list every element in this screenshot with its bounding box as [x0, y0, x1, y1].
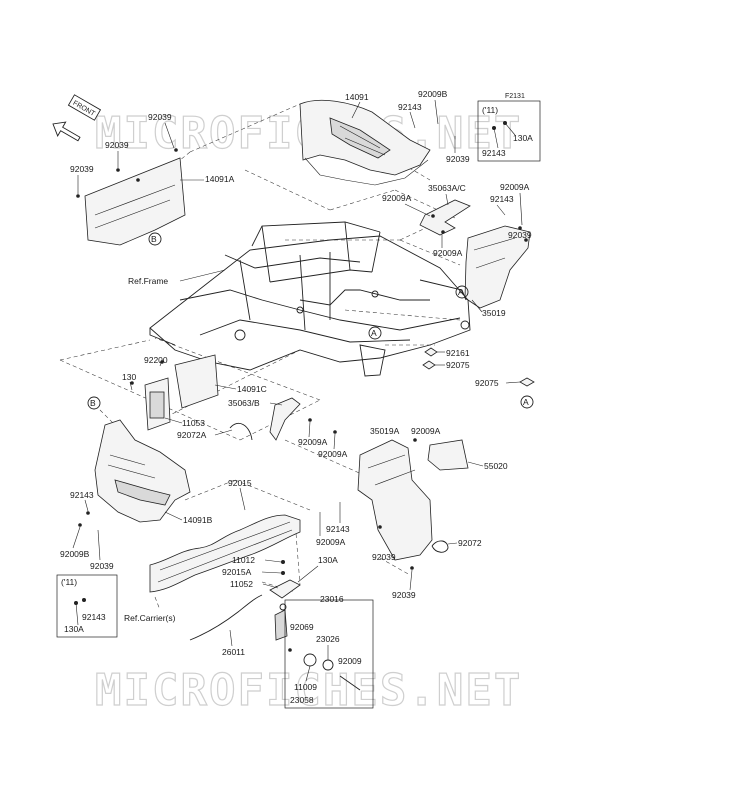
ref-frame-label: Ref.Frame: [128, 276, 168, 286]
callout-b2: B: [87, 396, 101, 410]
label-92072a: 92072A: [177, 430, 207, 440]
label-92009b: 92009B: [418, 89, 448, 99]
label-92143-top: 92143: [398, 102, 422, 112]
svg-text:B: B: [90, 398, 96, 408]
carrier-92015: [149, 514, 301, 593]
callout-a3: A: [520, 395, 534, 409]
label-35019a: 35019A: [370, 426, 400, 436]
label-92009b: 92009B: [60, 549, 90, 559]
label-92069: 92069: [290, 622, 314, 632]
callout-a2: A: [368, 326, 382, 340]
label-23058: 23058: [290, 695, 314, 705]
label-92009a-b: 92009A: [382, 193, 412, 203]
fender-14091b: [78, 419, 191, 527]
label-92072: 92072: [458, 538, 482, 548]
label-92075-a: 92075: [446, 360, 470, 370]
label-14091a: 14091A: [205, 174, 235, 184]
inset-top-part1: 130A: [513, 133, 533, 143]
label-92009a-e: 92009A: [318, 449, 348, 459]
inset-top-part2: 92143: [482, 148, 506, 158]
label-92039-c: 92039: [70, 164, 94, 174]
grommet-92075b-icon: [519, 377, 535, 387]
figure-code: F2131: [505, 93, 525, 100]
label-14091: 14091: [345, 92, 369, 102]
label-14091c: 14091C: [237, 384, 267, 394]
label-35063b: 35063/B: [228, 398, 260, 408]
svg-text:A: A: [371, 328, 377, 338]
switch-assembly-23016: [269, 560, 374, 709]
label-130: 130: [122, 372, 136, 382]
label-92039-f: 92039: [90, 561, 114, 571]
inset-box-bottom: ('11) 92143 130A: [56, 574, 118, 638]
label-35019: 35019: [482, 308, 506, 318]
svg-text:A: A: [523, 397, 529, 407]
label-11009: 11009: [294, 682, 317, 692]
label-92200: 92200: [144, 355, 168, 365]
inset-bottom-part2: 130A: [64, 624, 84, 634]
panel-14091c: [130, 354, 219, 431]
front-arrow-icon: FRONT: [52, 94, 102, 142]
label-23026: 23026: [316, 634, 340, 644]
label-11012: 11012: [232, 555, 255, 565]
label-92039-e: 92039: [508, 230, 532, 240]
rear-fender-14091: [299, 99, 431, 186]
inset-box-top: ('11) 130A 92143: [477, 100, 541, 162]
label-92009a-c: 92009A: [433, 248, 463, 258]
label-92039-h: 92039: [392, 590, 416, 600]
label-23016: 23016: [320, 594, 344, 604]
grommet-92075-icon: [422, 360, 436, 370]
svg-text:A: A: [458, 287, 464, 297]
panel-35019: [464, 225, 531, 309]
label-92009a-a: 92009A: [500, 182, 530, 192]
label-26011: 26011: [222, 647, 245, 657]
label-11053: 11053: [182, 418, 205, 428]
label-92015a: 92015A: [222, 567, 252, 577]
label-14091b: 14091B: [183, 515, 213, 525]
bracket-35063b: [229, 397, 337, 441]
callout-b1: B: [148, 232, 162, 246]
label-35063ac: 35063A/C: [428, 183, 466, 193]
main-frame: [149, 221, 471, 377]
svg-text:B: B: [151, 234, 157, 244]
panel-35019a: [357, 438, 469, 570]
grommet-92161-icon: [424, 347, 438, 357]
label-92009a-g: 92009A: [316, 537, 346, 547]
ref-carrier-label: Ref.Carrier(s): [124, 613, 176, 623]
label-92009: 92009: [338, 656, 362, 666]
inset-bottom-year: ('11): [61, 577, 77, 587]
inset-bottom-part1: 92143: [82, 612, 106, 622]
label-92039-g: 92039: [372, 552, 396, 562]
side-panel-14091a: [76, 148, 186, 246]
label-92075-b: 92075: [475, 378, 499, 388]
label-55020: 55020: [484, 461, 508, 471]
label-92039-d: 92039: [446, 154, 470, 164]
label-92039-a: 92039: [148, 112, 172, 122]
label-130a: 130A: [318, 555, 338, 565]
label-11052: 11052: [230, 579, 253, 589]
bracket-35063ac: [419, 199, 471, 236]
label-92161: 92161: [446, 348, 470, 358]
cable-26011: [189, 594, 263, 641]
label-92143-c: 92143: [70, 490, 94, 500]
label-92009a-d: 92009A: [298, 437, 328, 447]
label-92143-b: 92143: [490, 194, 514, 204]
label-92009a-f: 92009A: [411, 426, 441, 436]
label-92039-b: 92039: [105, 140, 129, 150]
callout-a1: A: [455, 285, 469, 299]
label-92015: 92015: [228, 478, 252, 488]
inset-top-year: ('11): [482, 105, 498, 115]
part-labels: 14091 92009B 92143 92039 92039 92039 140…: [60, 89, 532, 705]
label-92143-d: 92143: [326, 524, 350, 534]
